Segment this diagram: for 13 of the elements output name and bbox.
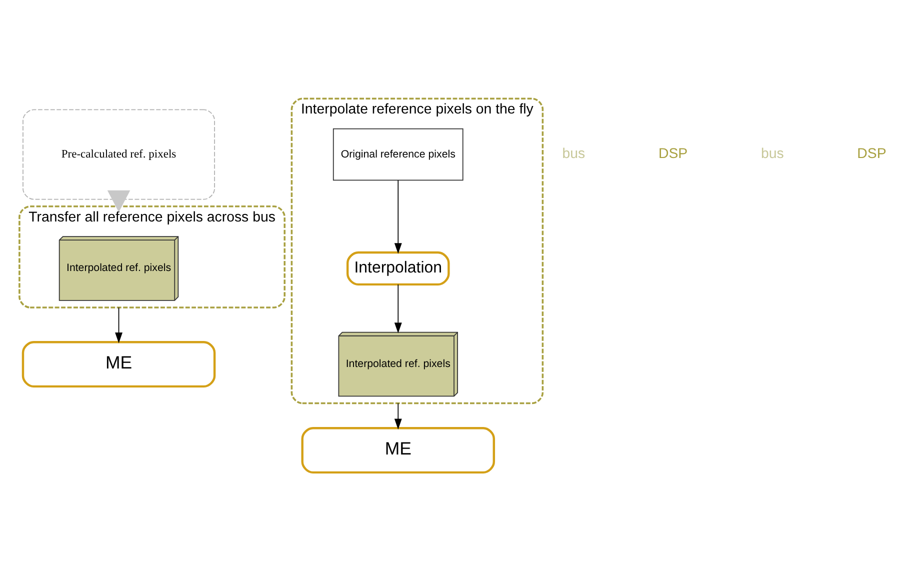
node-box: Original reference pixels [332,128,464,180]
label: bus [760,145,784,162]
node-box: ME [22,340,216,388]
label: bus [562,145,586,162]
node-box: ME [301,426,496,474]
label: DSP [658,145,688,162]
arrow [115,306,122,343]
arrow [394,284,402,333]
arrow [107,190,130,212]
node-box: Interpolation [346,250,450,286]
arrow [394,179,402,254]
arrow [394,402,402,429]
label: DSP [857,145,886,162]
